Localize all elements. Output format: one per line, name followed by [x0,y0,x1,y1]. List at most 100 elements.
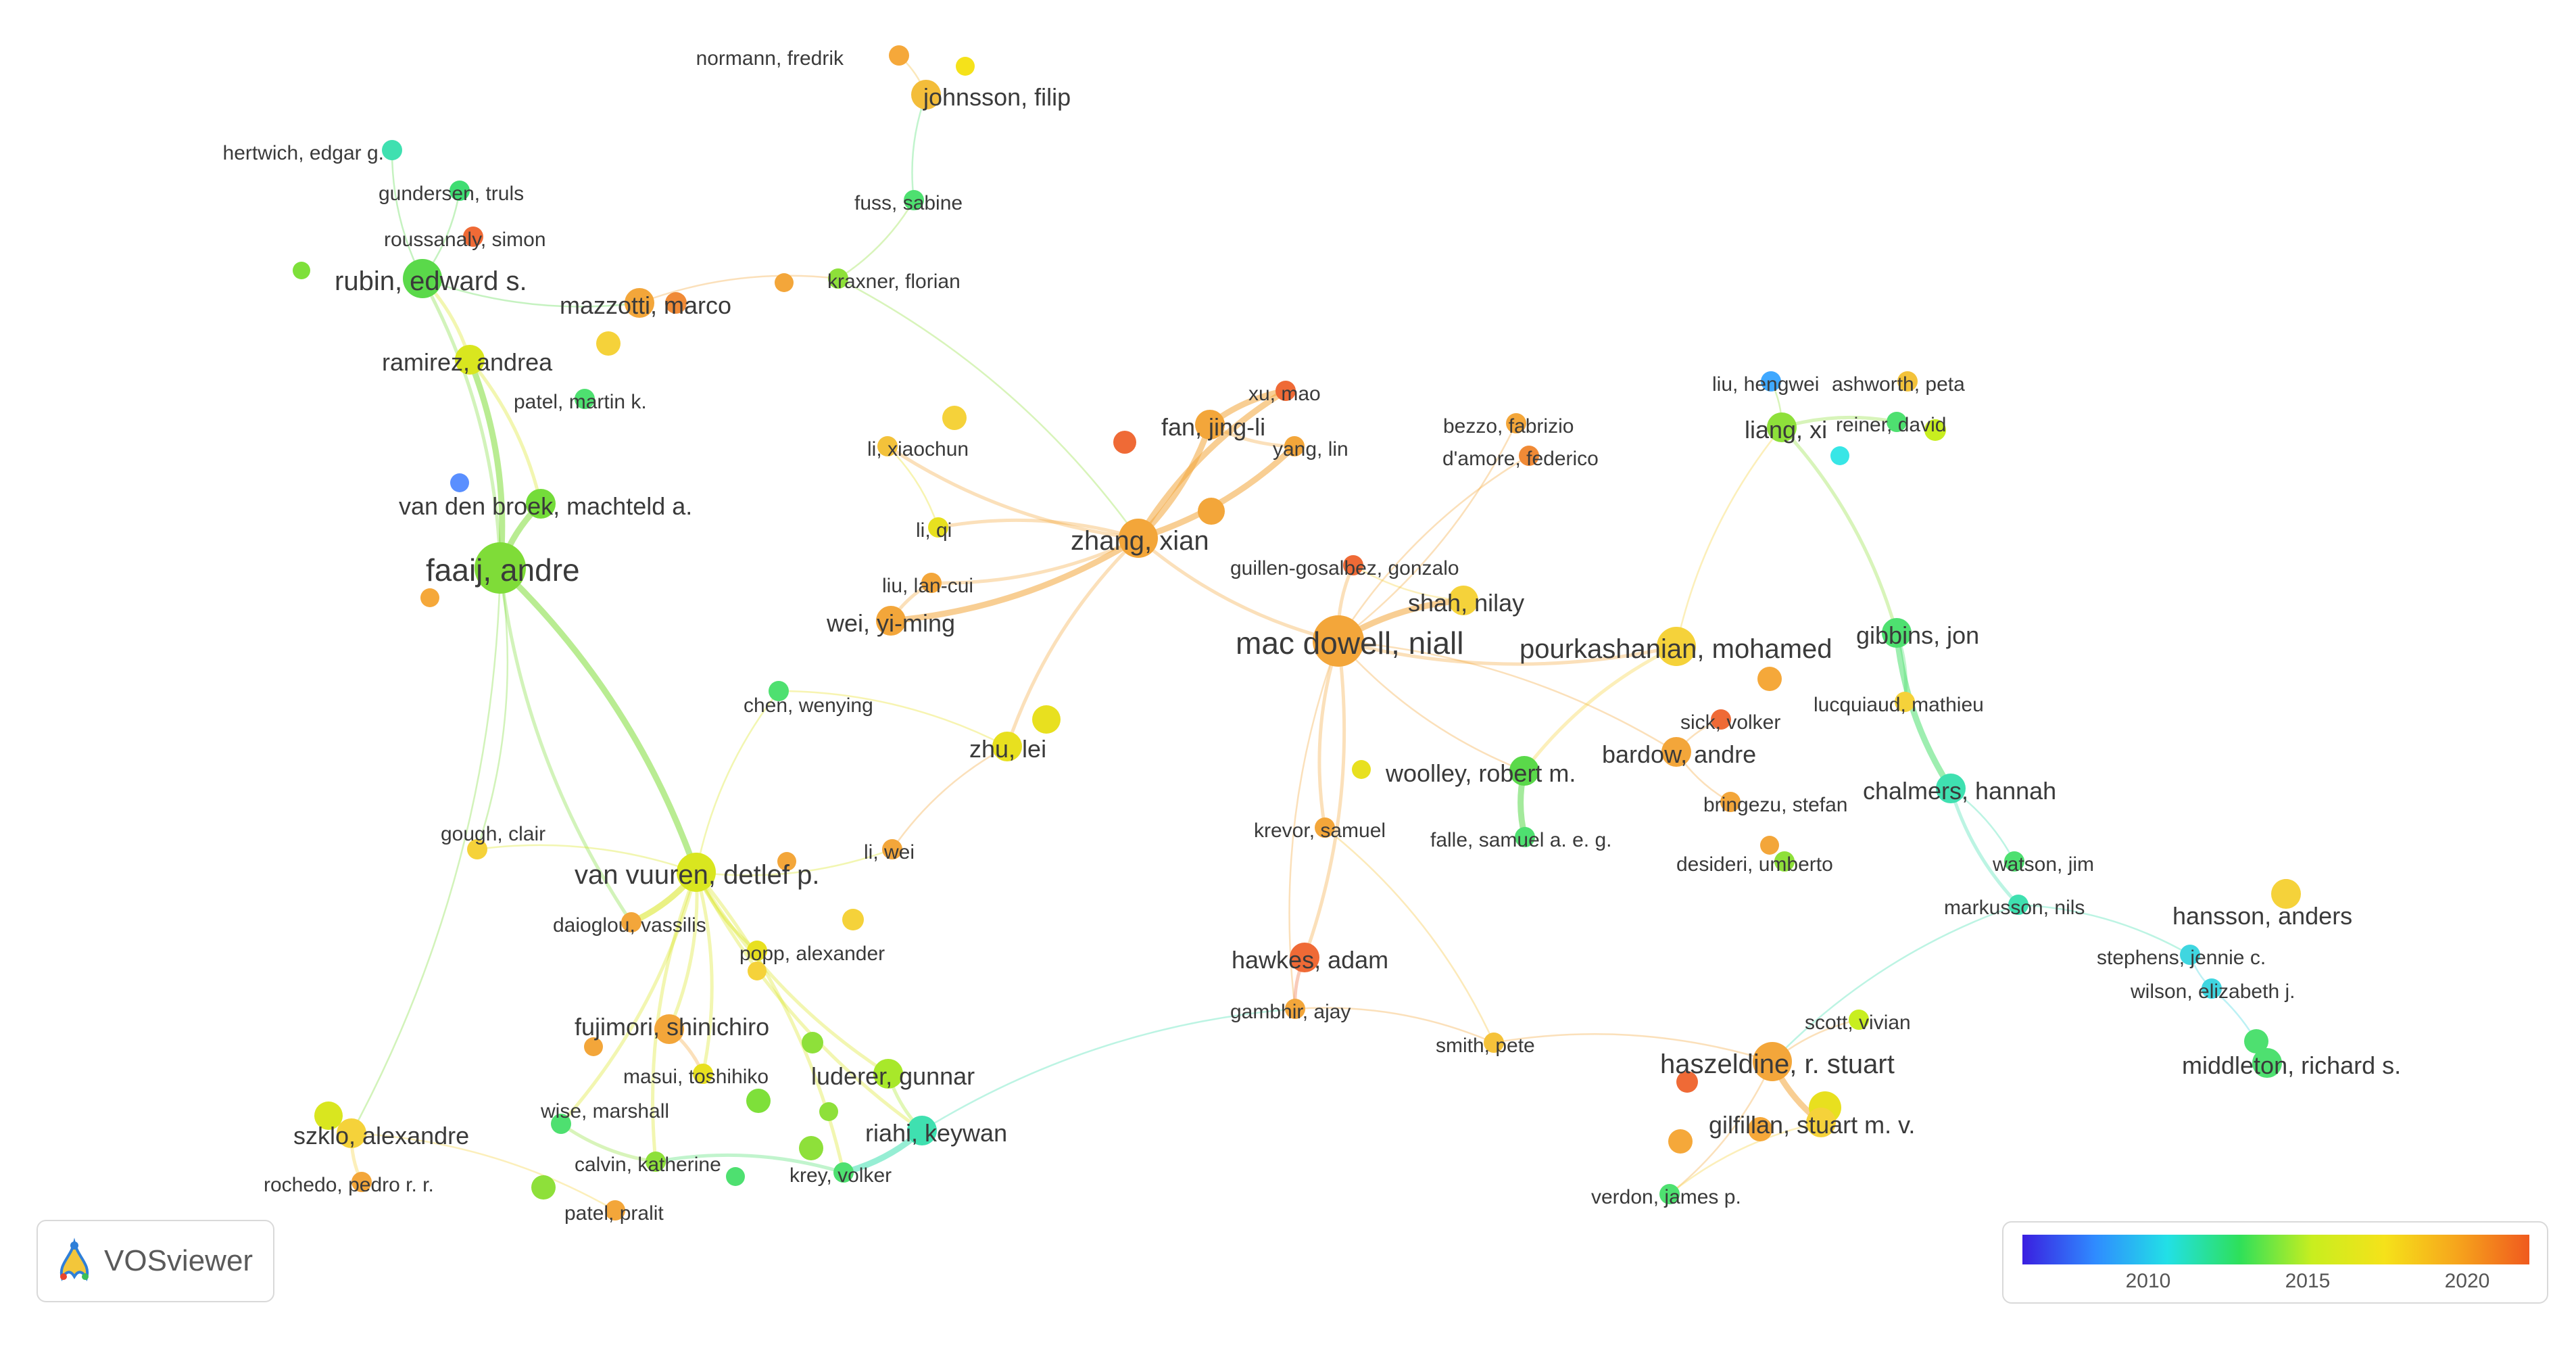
node-mac-dowell[interactable] [1313,615,1364,667]
node-label-kraxner[interactable]: kraxner, florian [827,270,961,293]
node-label-liu-hengwei[interactable]: liu, hengwei [1712,373,1819,396]
node-label-li-wei[interactable]: li, wei [864,841,915,863]
node-shah[interactable] [1449,586,1478,615]
node-unlabeled-10[interactable] [1757,667,1782,691]
node-ashworth[interactable] [1897,371,1918,392]
node-label-xu-mao[interactable]: xu, mao [1248,383,1321,405]
node-label-shah[interactable]: shah, nilay [1408,589,1524,617]
node-pourkashanian[interactable] [1657,627,1696,666]
node-chen-wenying[interactable] [769,681,789,701]
node-zhu[interactable] [992,732,1022,761]
node-label-wei-yiming[interactable]: wei, yi-ming [826,609,955,637]
node-krey[interactable] [833,1162,854,1183]
node-unlabeled-17[interactable] [802,1032,823,1053]
node-popp[interactable] [747,941,767,961]
node-faaij[interactable] [475,542,526,594]
node-li-wei[interactable] [882,839,902,859]
node-label-desideri[interactable]: desideri, umberto [1676,853,1833,876]
node-label-verdon[interactable]: verdon, james p. [1591,1186,1741,1208]
node-label-watson[interactable]: watson, jim [1992,853,2094,876]
node-unlabeled-5[interactable] [1198,498,1225,525]
node-label-fujimori[interactable]: fujimori, shinichiro [575,1013,769,1041]
node-label-krevor[interactable]: krevor, samuel [1254,820,1386,842]
node-hertwich[interactable] [382,140,402,160]
node-bezzo[interactable] [1506,413,1526,433]
node-label-liang[interactable]: liang, xi [1745,416,1827,444]
node-label-ashworth[interactable]: ashworth, peta [1832,373,1965,396]
node-label-guillen[interactable]: guillen-gosalbez, gonzalo [1230,557,1459,579]
node-scott[interactable] [1849,1010,1869,1030]
node-chalmers[interactable] [1936,774,1966,803]
node-roussanaly[interactable] [463,227,483,247]
node-desideri[interactable] [1774,851,1795,872]
node-label-patel-pralit[interactable]: patel, pralit [564,1202,664,1225]
node-label-sick[interactable]: sick, volker [1680,711,1780,734]
node-label-reiner[interactable]: reiner, david [1836,414,1946,436]
node-unlabeled-6[interactable] [450,473,469,492]
node-stephens[interactable] [2180,945,2200,965]
node-label-middleton[interactable]: middleton, richard s. [2182,1051,2401,1079]
node-label-bezzo[interactable]: bezzo, fabrizio [1443,415,1574,437]
node-li-xiaochun[interactable] [877,436,898,456]
node-label-masui[interactable]: masui, toshihiko [623,1066,769,1088]
node-woolley[interactable] [1509,756,1539,786]
node-rochedo[interactable] [351,1172,372,1192]
node-label-patel-martin[interactable]: patel, martin k. [514,391,647,413]
node-reiner[interactable] [1887,412,1907,432]
node-label-li-xiaochun[interactable]: li, xiaochun [867,438,969,460]
node-unlabeled-30[interactable] [1760,836,1779,855]
node-label-ramirez[interactable]: ramirez, andrea [382,348,553,376]
node-liu-hengwei[interactable] [1761,371,1781,392]
node-daioglou[interactable] [621,912,641,932]
node-label-gibbins[interactable]: gibbins, jon [1856,621,1979,649]
node-label-yang[interactable]: yang, lin [1273,438,1348,460]
node-fuss[interactable] [904,190,924,210]
node-label-gambhir[interactable]: gambhir, ajay [1230,1001,1351,1023]
node-xu-mao[interactable] [1275,381,1296,401]
node-label-damore[interactable]: d'amore, federico [1442,448,1599,470]
node-label-mac-dowell[interactable]: mac dowell, niall [1236,625,1463,661]
node-label-gilfillan[interactable]: gilfillan, stuart m. v. [1709,1111,1915,1139]
node-unlabeled-0[interactable] [293,262,310,279]
node-bringezu[interactable] [1720,792,1741,812]
node-unlabeled-2[interactable] [775,273,794,292]
node-unlabeled-29[interactable] [2244,1029,2268,1053]
node-patel-martin[interactable] [575,389,595,409]
node-watson[interactable] [2004,851,2024,872]
node-zhang[interactable] [1119,519,1158,558]
node-unlabeled-3[interactable] [942,406,967,430]
node-label-fan[interactable]: fan, jing-li [1161,413,1265,441]
node-label-van-den-broek[interactable]: van den broek, machteld a. [399,492,692,520]
node-szklo[interactable] [337,1118,366,1148]
node-van-den-broek[interactable] [526,489,556,519]
node-label-smith-pete[interactable]: smith, pete [1436,1035,1535,1057]
node-gibbins[interactable] [1882,618,1912,648]
node-label-roussanaly[interactable]: roussanaly, simon [384,229,546,251]
node-van-vuuren[interactable] [677,853,716,892]
node-label-daioglou[interactable]: daioglou, vassilis [553,914,706,937]
node-label-van-vuuren[interactable]: van vuuren, detlef p. [575,860,819,890]
node-unlabeled-18[interactable] [746,1089,771,1113]
node-label-fuss[interactable]: fuss, sabine [854,192,963,214]
node-wilson[interactable] [2202,978,2222,999]
node-unlabeled-12[interactable] [1924,419,1946,441]
node-label-krey[interactable]: krey, volker [789,1164,892,1187]
node-label-mazzotti[interactable]: mazzotti, marco [560,291,731,319]
node-label-chen-wenying[interactable]: chen, wenying [744,694,873,717]
node-label-stephens[interactable]: stephens, jennie c. [2097,947,2266,969]
node-johnsson[interactable] [911,80,941,110]
node-unlabeled-32[interactable] [665,292,687,314]
node-smith-pete[interactable] [1484,1033,1504,1053]
node-unlabeled-26[interactable] [1748,1117,1772,1141]
node-unlabeled-15[interactable] [748,962,767,980]
node-haszeldine[interactable] [1753,1042,1792,1081]
node-label-li-qi[interactable]: li, qi [916,519,952,542]
node-middleton[interactable] [2252,1048,2282,1078]
node-liu-lancui[interactable] [921,573,942,593]
node-unlabeled-14[interactable] [842,909,864,930]
node-label-wilson[interactable]: wilson, elizabeth j. [2130,980,2295,1003]
node-label-hawkes[interactable]: hawkes, adam [1232,946,1388,974]
node-label-falle[interactable]: falle, samuel a. e. g. [1430,829,1611,851]
node-label-luderer[interactable]: luderer, gunnar [811,1062,975,1090]
node-unlabeled-22[interactable] [531,1175,556,1200]
